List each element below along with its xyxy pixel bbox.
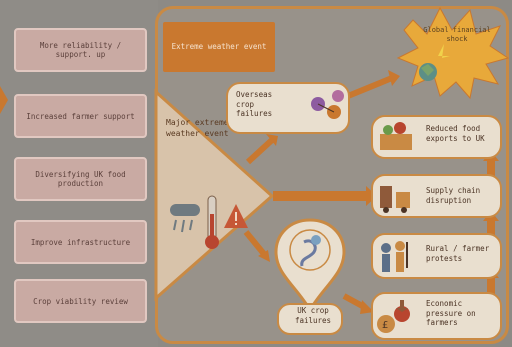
protest-icon [381, 241, 408, 272]
left-item-crop-review: Crop viability review [14, 279, 147, 323]
node-economic [371, 292, 502, 340]
coins-icon: £ [377, 300, 410, 333]
title-box: Extreme weather event [163, 22, 275, 72]
weather-icons [170, 195, 248, 249]
arrow-to-global [346, 75, 394, 99]
left-arrow [0, 86, 8, 114]
node-supply-chain [371, 174, 502, 218]
economic-label: Economic pressure on farmers [426, 299, 476, 327]
left-item-reliability: More reliability / support. up [14, 28, 147, 72]
title-text: Extreme weather event [171, 42, 267, 51]
left-item-label: Improve infrastructure [30, 237, 131, 247]
arrow-to-supply [273, 191, 368, 201]
farmer-icon [300, 239, 317, 267]
arrow-to-uk-crop [243, 230, 267, 256]
global-shock-label: Global financial shock [423, 26, 491, 43]
arrow-up-2 [487, 218, 495, 240]
cloud-icon [170, 204, 200, 216]
supply-chain-label: Supply chain disruption [426, 186, 481, 205]
left-item-label: Increased farmer support [26, 111, 135, 121]
left-item-infrastructure: Improve infrastructure [14, 220, 147, 264]
food-box-icon [380, 122, 412, 150]
left-item-label: More reliability / support. up [39, 41, 122, 59]
lightning-icon [438, 44, 450, 58]
overseas-crop-label: Overseas crop failures [236, 90, 273, 118]
arrow-up-1 [487, 275, 495, 297]
left-item-farmer-support: Increased farmer support [14, 94, 147, 138]
protests-label: Rural / farmer protests [426, 244, 490, 263]
global-shock-burst [396, 6, 510, 100]
arrow-to-overseas [245, 137, 275, 165]
supply-chain-icon [380, 186, 410, 213]
uk-crop-pin [274, 218, 346, 335]
svg-text:£: £ [382, 320, 388, 331]
left-item-label: Crop viability review [33, 296, 128, 306]
arrow-up-3 [487, 158, 495, 180]
node-protests [371, 233, 502, 279]
left-item-diversifying: Diversifying UK food production [14, 157, 147, 201]
crop-icons [311, 90, 344, 119]
left-item-label: Diversifying UK food production [35, 170, 126, 188]
uk-crop-label: UK crop failures [294, 306, 332, 325]
event-label: Major extreme weather event [166, 118, 229, 138]
reduced-exports-label: Reduced food exports to UK [426, 124, 485, 143]
